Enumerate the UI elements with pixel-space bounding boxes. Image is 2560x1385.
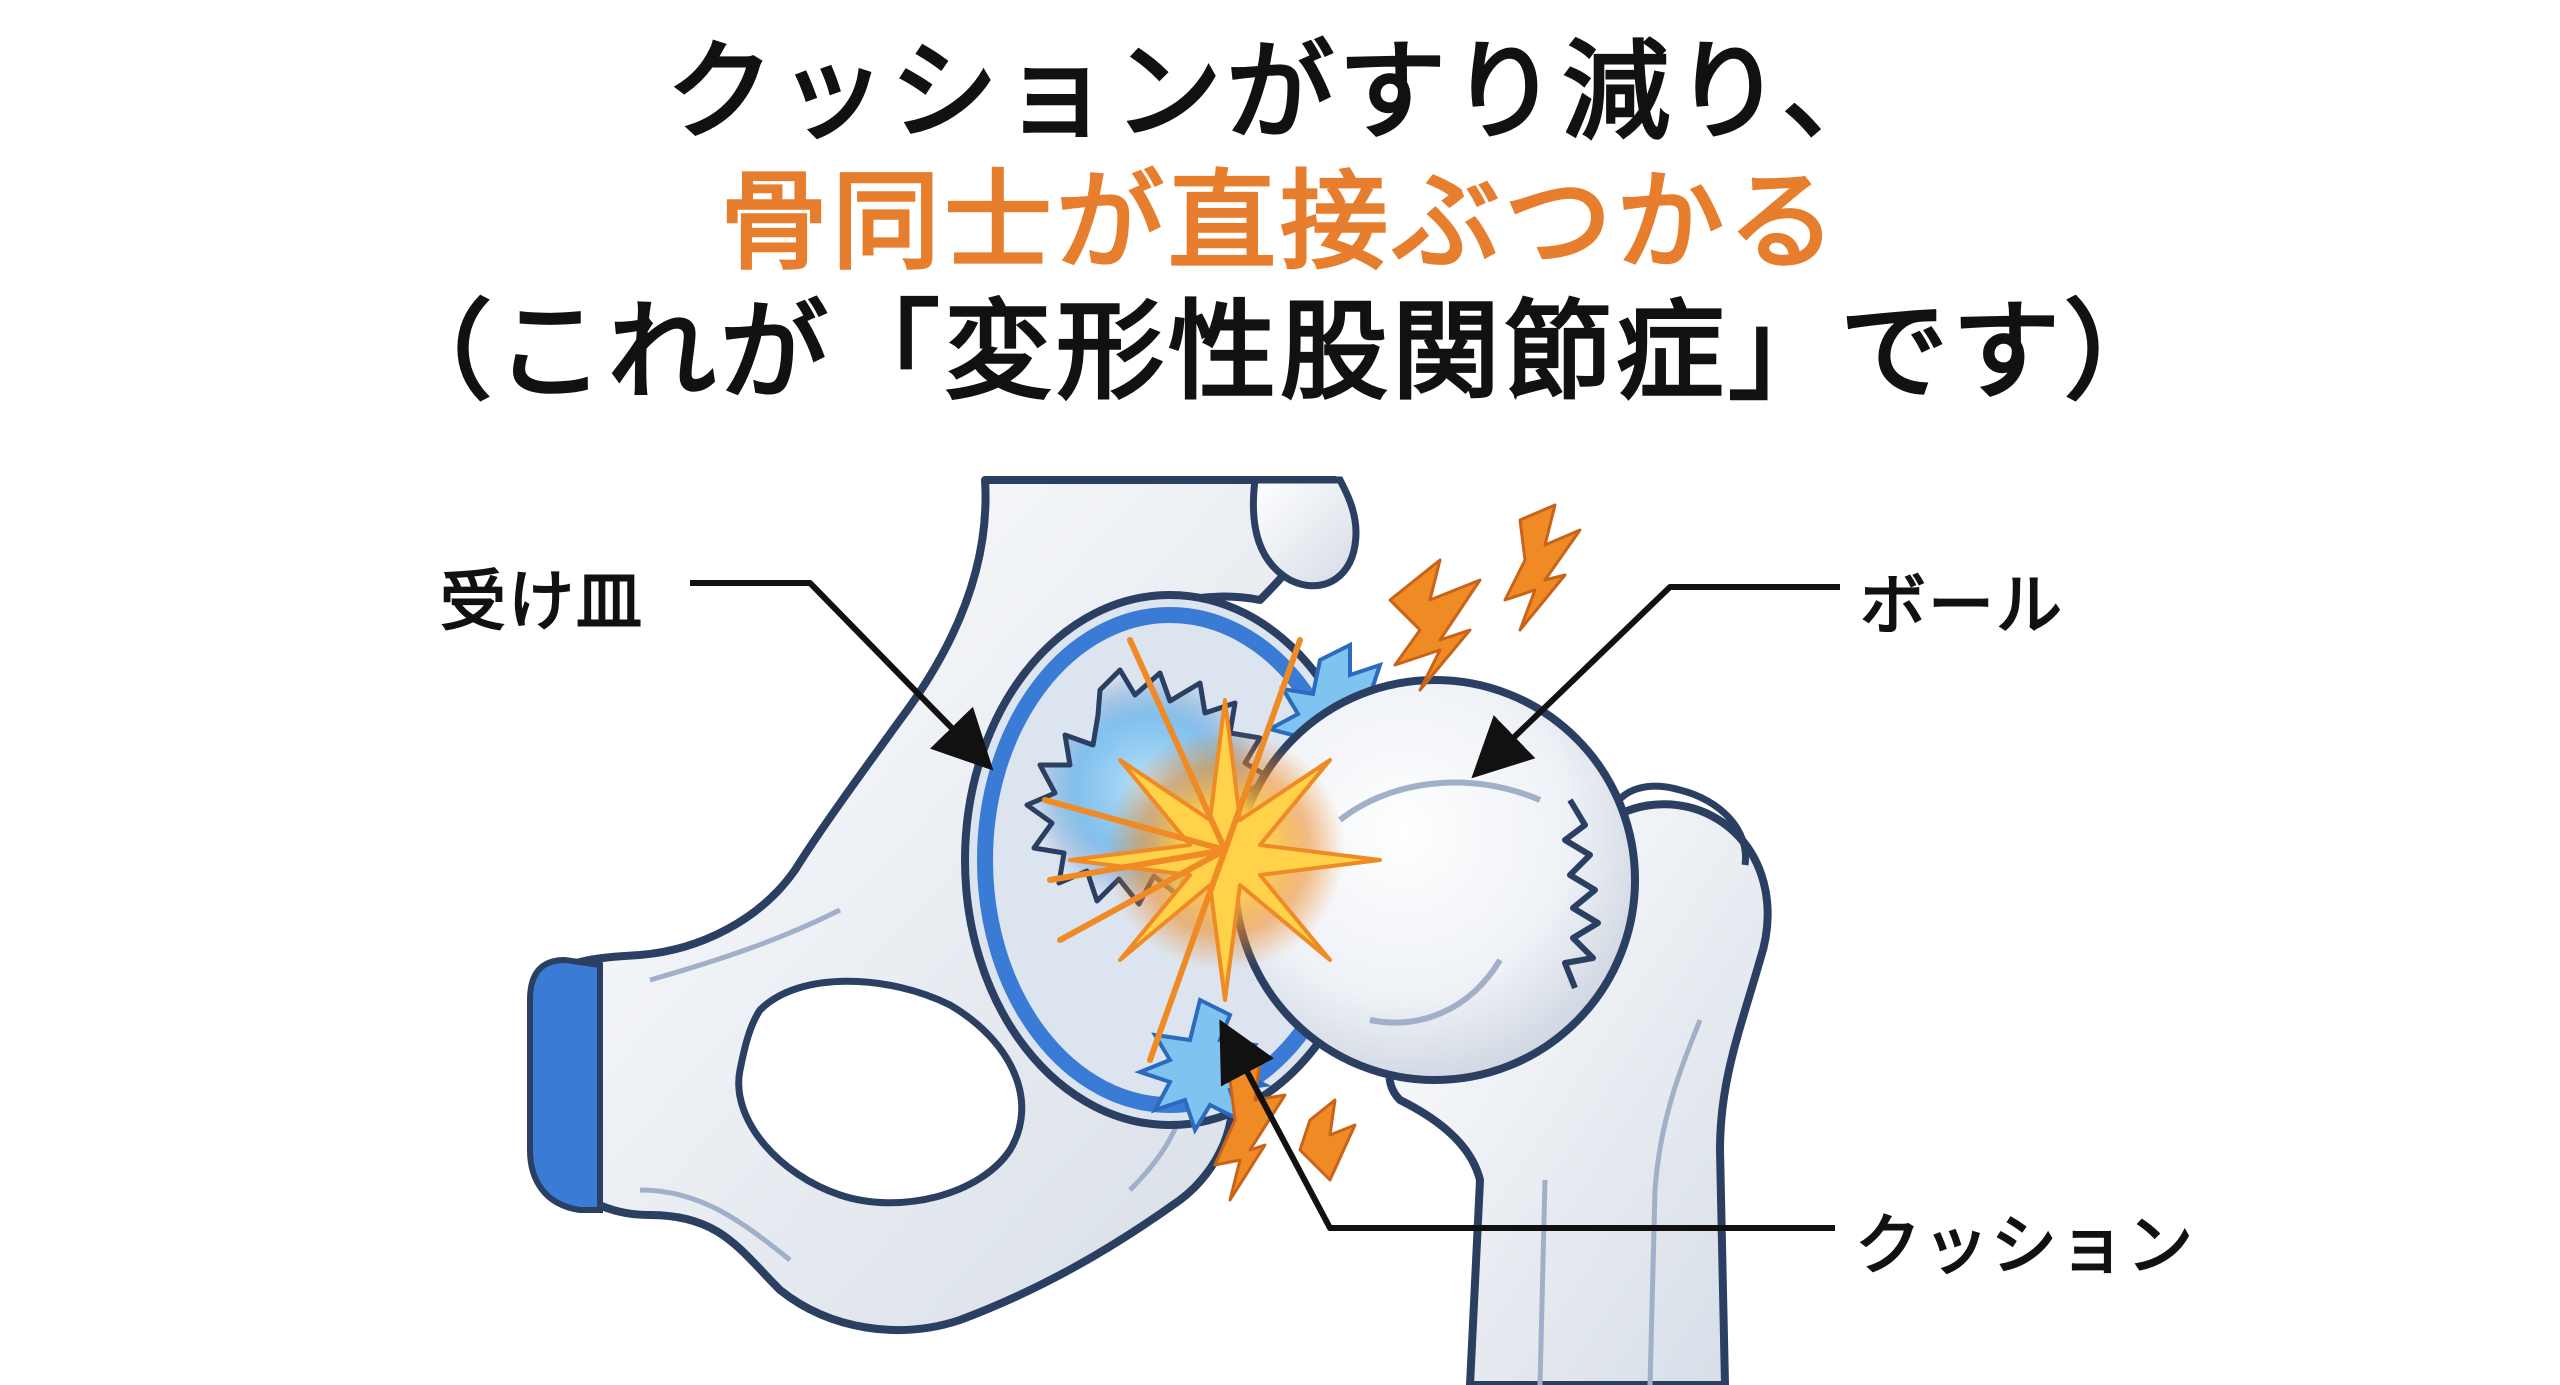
label-ball: ボール: [1860, 567, 2064, 644]
title-line-3: （これが「変形性股関節症」です）: [383, 290, 2176, 415]
upper-bone-piece: [1249, 476, 1360, 590]
leader-line-ball: [1471, 584, 1840, 779]
label-socket: 受け皿: [440, 563, 644, 640]
title-block: クッションがすり減り、 骨同士が直接ぶつかる （これが「変形性股関節症」です）: [0, 28, 2560, 418]
impact-burst-icon: [1042, 637, 1382, 1063]
title-line-2: 骨同士が直接ぶつかる: [719, 160, 1840, 285]
leader-lines: [690, 580, 1840, 1231]
leader-line-cushion: [1219, 1019, 1835, 1231]
femur-bone: [1385, 782, 1772, 1385]
label-cushion: クッション: [1855, 1207, 2195, 1284]
leader-line-socket: [690, 580, 994, 771]
title-line-1: クッションがすり減り、: [666, 30, 1894, 155]
lightning-bolt-icon: [1213, 503, 1582, 1202]
